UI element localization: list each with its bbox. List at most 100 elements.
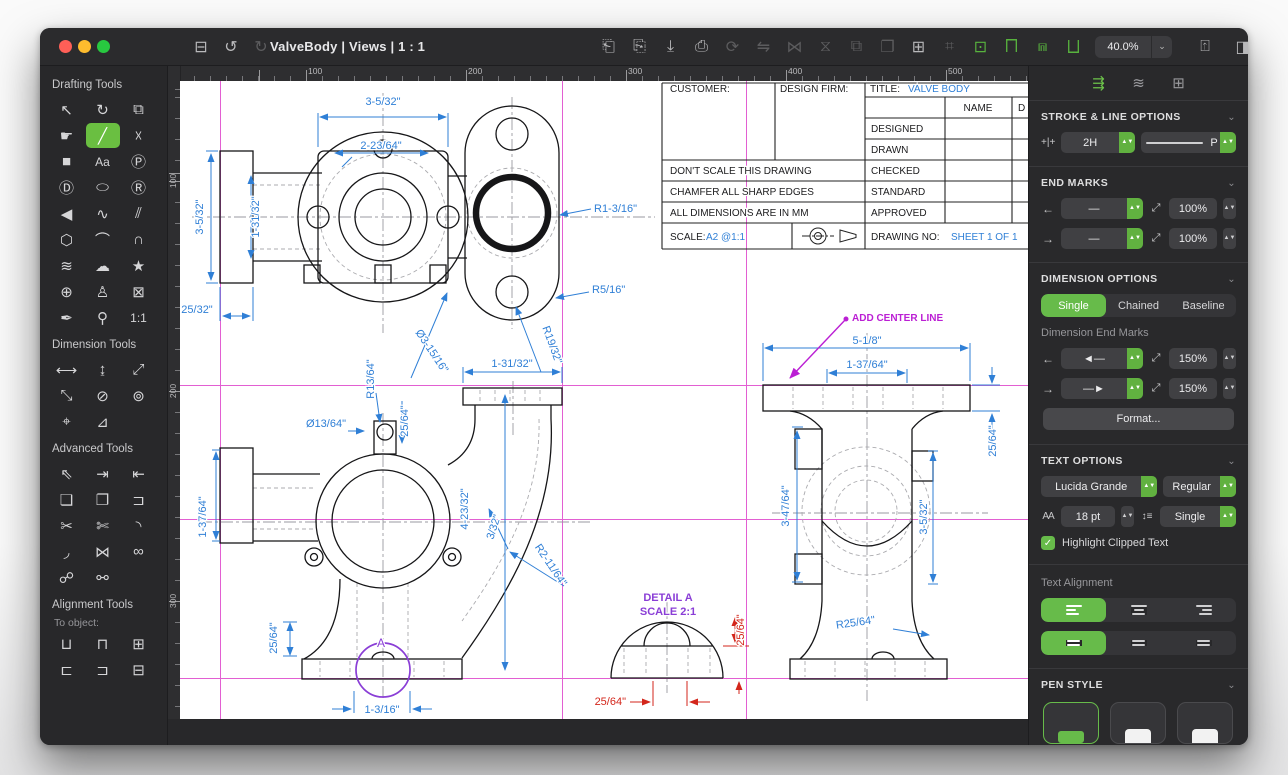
unlink-tool[interactable]: ☍ (58, 569, 75, 587)
line-tool[interactable]: ╱ (85, 123, 120, 148)
stamp-tool[interactable]: ♙ (95, 283, 110, 301)
collapse-chevron-icon[interactable]: ⌄ (1227, 273, 1236, 285)
mirror-horizontal-icon[interactable]: ⋈ (786, 38, 803, 56)
rotate-tool[interactable]: ↻ (96, 101, 109, 119)
dropdown-chevron-icon[interactable]: ▲▼ (1119, 132, 1136, 153)
pen-weight-dropdown[interactable]: 2H ▲▼ (1061, 132, 1136, 153)
dim-radius-tool[interactable]: ⊚ (132, 387, 145, 405)
dim-diameter-tool[interactable]: ⊘ (96, 387, 109, 405)
redo-icon[interactable]: ↻ (254, 38, 268, 56)
link-tool[interactable]: ∞ (133, 543, 144, 560)
duplicate-icon[interactable]: ⧉ (850, 37, 863, 55)
union-tool[interactable]: ❏ (59, 491, 74, 509)
star-tool[interactable]: ★ (131, 257, 146, 275)
share-icon[interactable]: ⍐ (1200, 37, 1210, 55)
zoom-chevron-icon[interactable]: ⌄ (1151, 35, 1172, 58)
style-tab[interactable]: ⇶ (1092, 75, 1105, 92)
freehand-tool[interactable]: ≋ (60, 257, 73, 275)
smart-guides-icon[interactable]: ⩎ (1037, 37, 1047, 55)
rectangle-tool[interactable]: ■ (61, 153, 72, 170)
align-text-top-button[interactable] (1041, 631, 1106, 655)
dropdown-chevron-icon[interactable]: ▲▼ (1127, 228, 1143, 249)
cut-multiple-tool[interactable]: ✄ (96, 517, 109, 535)
split-tool[interactable]: ☓ (134, 127, 143, 145)
dimension-mode-baseline[interactable]: Baseline (1182, 299, 1225, 312)
end-mark-dropdown[interactable]: ◄—▲▼ (1061, 348, 1143, 369)
font-weight-dropdown[interactable]: Regular ▲▼ (1163, 476, 1236, 497)
sidebar-toggle-icon[interactable]: ⊟ (194, 38, 208, 56)
new-document-icon[interactable]: ⎗ (602, 37, 615, 55)
cut-tool[interactable]: ✂ (60, 517, 73, 535)
drawing-canvas[interactable]: 3-5/32"2-23/64"3-5/32"1-31/32"25/32"R1-3… (180, 81, 1028, 719)
font-family-dropdown[interactable]: Lucida Grande ▲▼ (1041, 476, 1158, 497)
dim-angled-tool[interactable]: ⤡ (60, 387, 73, 404)
dim-vertical-tool[interactable]: ↨ (98, 361, 107, 378)
open-folder-icon[interactable]: ⎘ (633, 37, 646, 55)
minimize-window-button[interactable] (78, 40, 91, 53)
dropdown-chevron-icon[interactable]: ▲▼ (1127, 378, 1143, 399)
align-top-tool[interactable]: ⊓ (96, 635, 109, 653)
end-mark-scale-field[interactable]: 100% (1169, 198, 1217, 219)
align-center-v-tool[interactable]: ⊟ (132, 661, 145, 679)
align-bottom-tool[interactable]: ⊔ (60, 635, 73, 653)
grid-icon[interactable]: ⊞ (911, 38, 926, 56)
subtract-tool[interactable]: ❐ (95, 491, 110, 509)
snap-icon[interactable]: ⌗ (944, 37, 954, 55)
format-button[interactable]: Format... (1043, 408, 1234, 430)
pen-style-brush-button[interactable] (1177, 702, 1233, 744)
actual-size-tool[interactable]: 1:1 (130, 310, 147, 325)
collapse-chevron-icon[interactable]: ⌄ (1227, 177, 1236, 189)
mirror-tool[interactable]: ⋈ (95, 543, 110, 561)
eyedropper-tool[interactable]: ✒ (60, 309, 73, 327)
dimension-mode-chained[interactable]: Chained (1118, 299, 1159, 312)
close-window-button[interactable] (59, 40, 72, 53)
end-mark-scale-field[interactable]: 100% (1169, 228, 1217, 249)
align-text-left-button[interactable] (1041, 598, 1106, 622)
rotate-object-icon[interactable]: ⟳ (725, 38, 740, 56)
align-text-bottom-button[interactable] (1171, 631, 1236, 655)
end-mark-dropdown[interactable]: —▲▼ (1061, 228, 1143, 249)
dimension-end-mark-scale-field[interactable]: 150% (1169, 378, 1217, 399)
zoom-level-value[interactable]: 40.0% (1095, 35, 1151, 58)
align-center-h-tool[interactable]: ⊞ (132, 635, 145, 653)
dimension-mode-single[interactable]: Single (1041, 294, 1106, 317)
parallel-lines-tool[interactable]: ⫽ (135, 205, 142, 222)
align-right-tool[interactable]: ⊐ (96, 661, 109, 679)
regular-polygon-tool[interactable]: ⬡ (59, 231, 74, 249)
bezier-tool[interactable]: ⌒ (94, 232, 110, 249)
transform-tool[interactable]: ⧉ (133, 101, 144, 118)
panel-toggle-icon[interactable]: ◨ (1235, 38, 1248, 56)
blob-tool[interactable]: ☁ (95, 257, 110, 275)
stepper-icon[interactable]: ▲▼ (1220, 132, 1236, 153)
copy-style-icon[interactable]: ❐ (880, 38, 895, 56)
axes-tool[interactable]: ⊕ (60, 283, 73, 301)
select-tool[interactable]: ↖ (60, 101, 73, 119)
circle-radius-tool[interactable]: Ⓡ (130, 180, 146, 197)
line-style-dropdown[interactable]: P ▲▼ (1141, 132, 1236, 153)
fillet-tool[interactable]: ◝ (135, 517, 142, 535)
align-text-center-button[interactable] (1106, 598, 1171, 622)
undo-icon[interactable]: ↺ (224, 38, 238, 56)
dimension-end-mark-scale-field[interactable]: 150% (1169, 348, 1217, 369)
magnifier-tool[interactable]: ⚲ (97, 309, 108, 327)
collapse-chevron-icon[interactable]: ⌄ (1227, 455, 1236, 467)
dim-angle-tool[interactable]: ⊿ (96, 413, 109, 431)
layers-tab[interactable]: ≋ (1132, 75, 1145, 92)
center-mark-tool[interactable]: ⌖ (62, 413, 71, 430)
end-mark-dropdown[interactable]: —▲▼ (1061, 198, 1143, 219)
circle-diameter-tool[interactable]: Ⓓ (58, 180, 74, 197)
flip-object-icon[interactable]: ⇋ (756, 38, 771, 56)
pen-style-felt-button[interactable] (1110, 702, 1166, 744)
polygon-p-tool[interactable]: Ⓟ (130, 154, 146, 171)
polyline-tool[interactable]: ∿ (96, 205, 109, 223)
line-spacing-dropdown[interactable]: Single ▲▼ (1160, 506, 1236, 527)
fillet-radius-tool[interactable]: ◞ (63, 543, 70, 561)
highlight-clipped-text-checkbox[interactable]: ✓ (1041, 536, 1055, 550)
import-icon[interactable]: ⤓ (666, 37, 675, 55)
zoom-control[interactable]: 40.0% ⌄ (1095, 35, 1172, 58)
dropdown-chevron-icon[interactable]: ▲▼ (1127, 198, 1143, 219)
library-tab[interactable]: ⊞ (1172, 75, 1185, 92)
wedge-tool[interactable]: ◀ (60, 205, 73, 223)
end-mark-dropdown[interactable]: —►▲▼ (1061, 378, 1143, 399)
object-snap-icon[interactable]: ⨆ (1067, 37, 1080, 55)
